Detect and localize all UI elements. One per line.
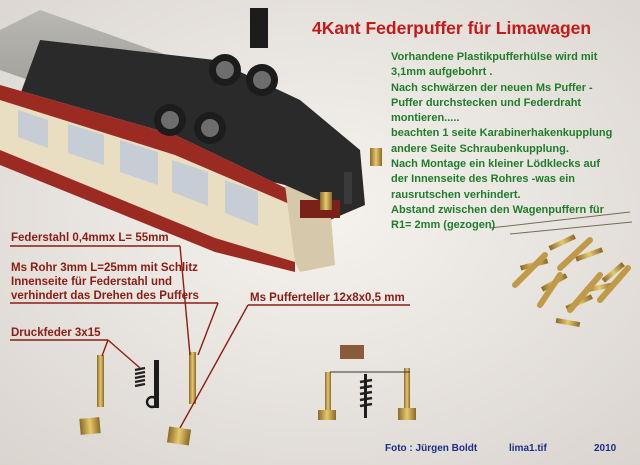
file-name: lima1.tif (509, 443, 547, 454)
description-line: Vorhandene Plastikpufferhülse wird mit (391, 51, 598, 63)
label-ms-rohr-2: Innenseite für Federstahl und (11, 276, 173, 288)
description-line: Puffer durchstecken und Federdraht (391, 96, 582, 109)
description-line: montieren..... (391, 112, 460, 125)
description-line: Abstand zwischen den Wagenpuffern für (391, 203, 604, 216)
description-line: andere Seite Schraubenkupplung. (391, 142, 569, 155)
loose-buffer-parts (489, 211, 633, 328)
description-block: Vorhandene Plastikpufferhülse wird mit 3… (391, 50, 637, 234)
description-line: beachten 1 seite Karabinerhakenkupplung (391, 127, 613, 140)
label-pufferteller: Ms Pufferteller 12x8x0,5 mm (250, 292, 405, 304)
label-federstahl: Federstahl 0,4mmx L= 55mm (11, 232, 169, 244)
year-label: 2010 (594, 443, 617, 454)
description-line: 3,1mm aufgebohrt . (391, 66, 493, 79)
label-ms-rohr-3: verhindert das Drehen des Puffers (11, 290, 199, 302)
photo-credit: Foto : Jürgen Boldt (385, 443, 478, 454)
wagon-model (0, 8, 382, 272)
description-line: R1= 2mm (gezogen) (391, 219, 496, 232)
individual-parts (79, 345, 416, 446)
label-ms-rohr-1: Ms Rohr 3mm L=25mm mit Schlitz (11, 262, 198, 274)
description-line: Nach schwärzen der neuen Ms Puffer - (391, 81, 593, 94)
page-title: 4Kant Federpuffer für Limawagen (312, 18, 592, 38)
description-line: Nach Montage ein kleiner Lödklecks auf (391, 158, 601, 171)
description-line: rausrutschen verhindert. (391, 188, 521, 201)
description-line: der Innenseite des Rohres -was ein (391, 173, 576, 186)
label-druckfeder: Druckfeder 3x15 (11, 327, 101, 339)
annotation-lines (10, 245, 410, 429)
